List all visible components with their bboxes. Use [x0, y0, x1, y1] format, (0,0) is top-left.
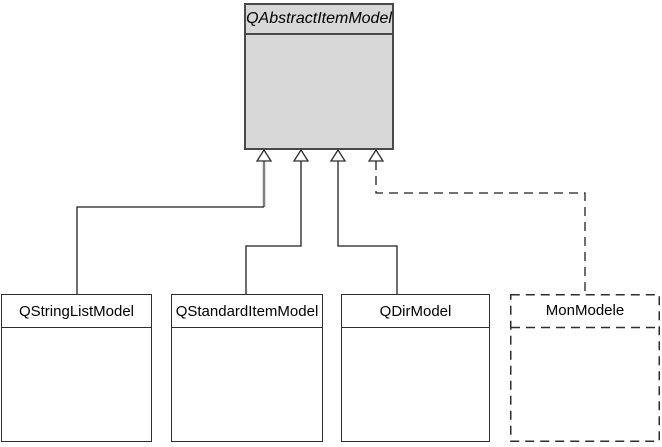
inheritance-connector-monmodele[interactable]: [367, 148, 586, 294]
class-name-label: QAbstractItemModel: [246, 5, 392, 35]
class-name-label: QDirModel: [342, 295, 489, 328]
inheritance-connector-qstandarditemmodel[interactable]: [245, 148, 310, 294]
inheritance-connector-qdirmodel[interactable]: [329, 148, 398, 294]
class-box-qstringlistmodel[interactable]: QStringListModel: [1, 294, 152, 442]
class-box-qabstractitemmodel[interactable]: QAbstractItemModel: [244, 3, 394, 150]
inheritance-connector-qstringlistmodel[interactable]: [76, 148, 273, 294]
connector-line: [245, 161, 302, 294]
generalization-arrowhead-icon: [255, 148, 273, 162]
connector-line: [337, 161, 398, 294]
class-name-label: QStringListModel: [2, 295, 151, 328]
generalization-arrowhead-icon: [367, 148, 385, 162]
class-box-monmodele[interactable]: MonModele: [510, 294, 660, 442]
class-name-label: QStandardItemModel: [172, 295, 322, 328]
generalization-arrowhead-icon: [292, 148, 310, 162]
class-box-qstandarditemmodel[interactable]: QStandardItemModel: [171, 294, 323, 442]
class-box-qdirmodel[interactable]: QDirModel: [341, 294, 490, 442]
generalization-arrowhead-icon: [329, 148, 347, 162]
connector-line-dashed: [375, 161, 586, 294]
class-name-label: MonModele: [545, 302, 625, 319]
connector-line: [76, 206, 264, 294]
